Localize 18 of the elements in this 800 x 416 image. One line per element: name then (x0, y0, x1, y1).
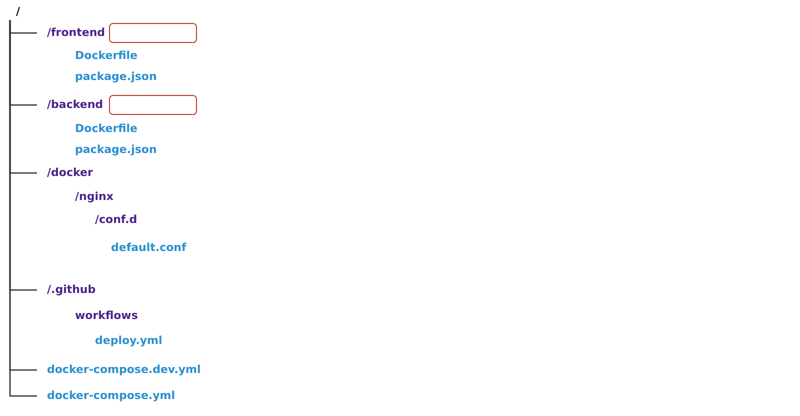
folder-name: /conf.d (95, 213, 138, 227)
folder-name: /.github (47, 283, 96, 297)
file-name: docker-compose.dev.yml (47, 363, 201, 377)
file-name: default.conf (111, 241, 186, 255)
folder-name: / (16, 5, 20, 19)
label-box (109, 23, 197, 43)
folder-name: workflows (75, 309, 138, 323)
file-name: package.json (75, 70, 157, 84)
file-name: package.json (75, 143, 157, 157)
file-name: deploy.yml (95, 334, 162, 348)
folder-name: /docker (47, 166, 93, 180)
folder-name: /backend (47, 98, 104, 112)
file-name: docker-compose.yml (47, 389, 175, 403)
file-name: Dockerfile (75, 49, 138, 63)
folder-name: /nginx (75, 190, 114, 204)
file-name: Dockerfile (75, 122, 138, 136)
folder-name: /frontend (47, 26, 106, 40)
label-box (109, 95, 197, 115)
